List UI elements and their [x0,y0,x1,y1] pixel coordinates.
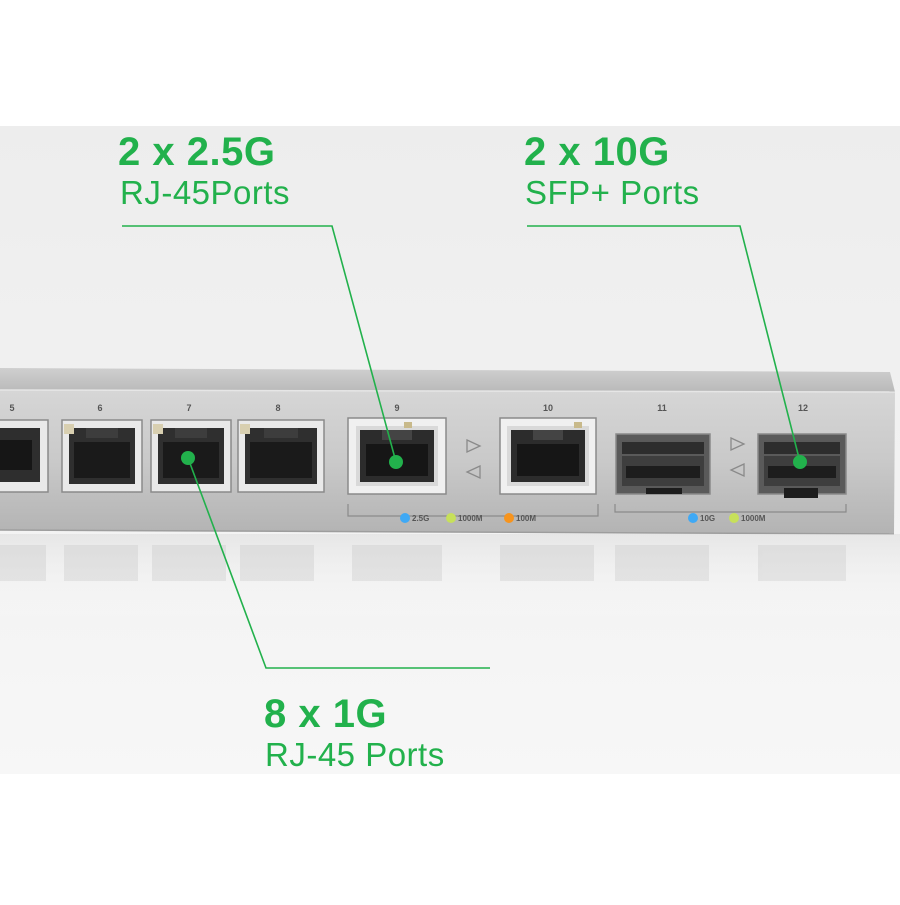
rj45-port-9 [347,417,447,495]
port-label-6: 6 [97,403,102,413]
port-label-9: 9 [394,403,399,413]
legend-label: 100M [516,514,536,523]
led-arrow-down-icon [465,464,481,480]
led-dot-icon [729,513,739,523]
led-dot-icon [688,513,698,523]
port-label-10: 10 [543,403,553,413]
leader-line-25g [122,225,397,463]
callout-1g-subtitle: RJ-45 Ports [265,736,445,773]
callout-10g-title: 2 x 10G [524,130,670,174]
port-marker-dot [181,451,195,465]
rj45-port-8 [237,419,325,493]
reflection [0,534,900,624]
callout-lines [122,225,801,669]
port-label-5: 5 [9,403,14,413]
callout-25g-subtitle: RJ-45Ports [120,174,291,211]
led-dot-icon [446,513,456,523]
led-arrow-up-icon [730,436,746,452]
port-label-8: 8 [275,403,280,413]
legend-label: 10G [700,514,715,523]
rj45-25g-port-group [347,417,599,517]
reflection-ports [0,545,846,581]
legend-label: 2.5G [412,514,429,523]
callout-1g-title: 8 x 1G [264,692,388,736]
callout-25g-title: 2 x 2.5G [118,130,276,174]
leader-line-10g [527,225,801,463]
leader-line-1g [187,457,490,669]
sfp-port-11 [615,433,711,495]
port-label-7: 7 [186,403,191,413]
port-marker-dot [793,455,807,469]
legend-label: 1000M [458,514,483,523]
led-legend-sfp: 10G 1000M [688,513,766,523]
rj45-port-6 [61,419,143,493]
led-dot-icon [400,513,410,523]
rj45-port-5 [0,419,49,493]
port-label-12: 12 [798,403,808,413]
port-marker-dot [389,455,403,469]
rj45-port-10 [499,417,597,495]
sfp-10g-port-group [614,433,847,513]
led-arrow-up-icon [466,438,482,454]
led-arrow-down-icon [729,462,745,478]
legend-label: 1000M [741,514,766,523]
callout-10g-subtitle: SFP+ Ports [525,174,700,211]
led-dot-icon [504,513,514,523]
sfp-port-12 [757,433,847,498]
port-label-11: 11 [657,403,667,413]
led-legend-rj45: 2.5G 1000M 100M [400,513,536,523]
rj45-1g-port-group [0,419,325,493]
